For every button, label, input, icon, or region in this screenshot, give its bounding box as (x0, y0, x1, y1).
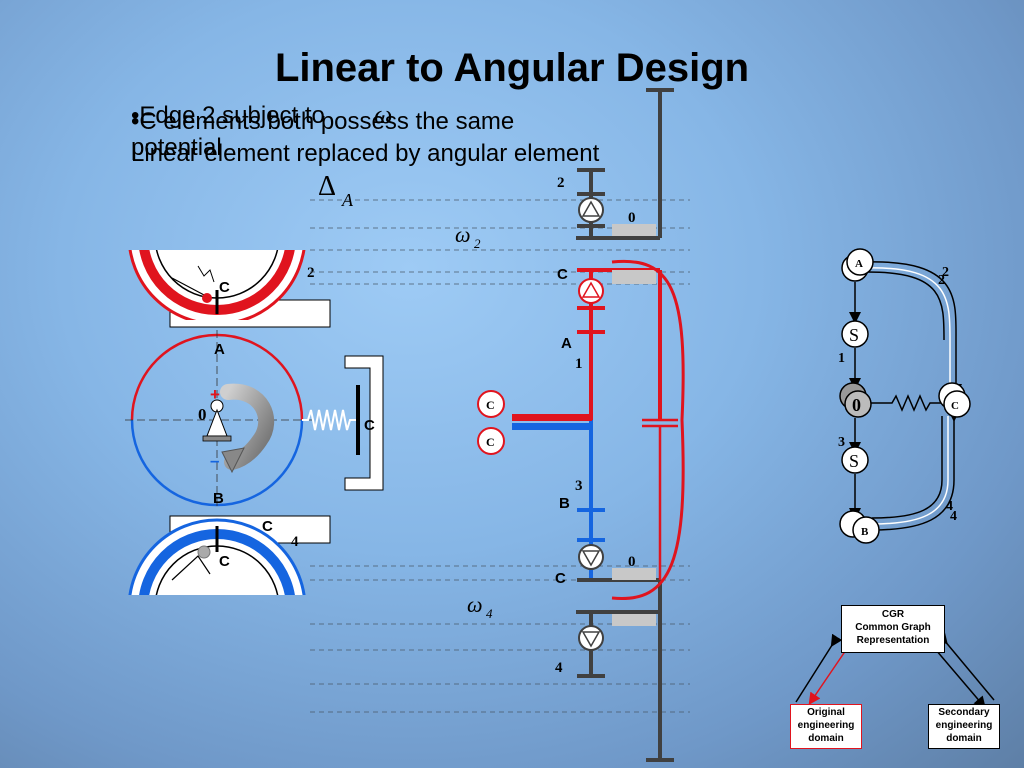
pivot-icon (206, 408, 228, 437)
cgr-line3: Representation (856, 635, 930, 646)
bullet-potential-wrap: potential (131, 134, 222, 161)
c-node-red (477, 390, 505, 418)
graph-edge-2-shadow: 2 (938, 273, 945, 288)
node-a-label: A (855, 258, 863, 270)
graph-edge-1: 1 (838, 351, 845, 366)
bullet-c-elements: •C elements both possess the same (131, 108, 515, 135)
s-node-top-label: S (849, 325, 859, 345)
omega2-sub: 2 (474, 236, 481, 251)
label-c-rack: C (262, 518, 273, 535)
brace-icon (611, 259, 685, 601)
top-gear (128, 250, 306, 320)
node-a (846, 248, 874, 276)
secondary-line3: domain (946, 733, 982, 744)
label-0: 0 (198, 405, 207, 424)
edge-1-label: 1 (575, 356, 583, 372)
label-c-red: C (557, 266, 568, 283)
edge-4-label: 4 (555, 660, 563, 676)
edge-3-label: 3 (575, 478, 583, 494)
node-c-label: C (951, 400, 959, 412)
graph-edge-4: 4 (946, 499, 953, 514)
omega2: ω (455, 222, 471, 247)
bullet-edge2: •Edge 2 subject to (131, 102, 325, 130)
bullet-omega-symbol: ω (374, 100, 393, 129)
label-a: A (214, 341, 225, 358)
original-line1: Original (807, 707, 845, 718)
original-line3: domain (808, 733, 844, 744)
label-a-linear: A (561, 335, 572, 352)
plus-sign: + (210, 385, 220, 404)
node-0 (844, 390, 872, 418)
c-bracket (344, 355, 384, 491)
bar-blue (512, 423, 592, 430)
mechanism: C A B C C C 0 2 4 + – (125, 250, 384, 595)
node-0-label: 0 (852, 395, 861, 415)
bullet-linear-angular: Linear element replaced by angular eleme… (131, 140, 600, 167)
cgr-box: CGR Common Graph Representation (841, 605, 945, 653)
node-0-top: 0 (628, 210, 636, 226)
label-c-top: C (219, 279, 230, 296)
capacitor-icon (642, 418, 678, 580)
bottom-gear (128, 518, 306, 595)
secondary-line1: Secondary (938, 707, 990, 718)
delta-symbol: Δ (318, 171, 336, 202)
c-node-red-label: C (486, 398, 495, 412)
label-c-bottom: C (219, 553, 230, 570)
omega4-sub: 4 (486, 606, 493, 621)
secondary-domain-box: Secondary engineering domain (928, 704, 1000, 749)
spring-icon (302, 409, 356, 431)
bar-red (512, 414, 592, 421)
label-b-linear: B (559, 495, 570, 512)
label-c-blue: C (555, 570, 566, 587)
bullet-edge2-text: •Edge 2 subject to (131, 102, 325, 129)
bond-graph: S S A 0 C B 1 2 2 3 4 4 (838, 248, 971, 544)
cgr-arrows (795, 631, 995, 709)
cgr-line2: Common Graph (855, 622, 931, 633)
edge-2-label: 2 (557, 175, 565, 191)
node-b-label: B (861, 526, 869, 538)
label-b: B (213, 490, 224, 507)
graph-edge-2: 2 (942, 265, 949, 280)
node-0-bottom: 0 (628, 554, 636, 570)
label-4: 4 (291, 534, 299, 550)
original-domain-box: Original engineering domain (790, 704, 862, 749)
linear-graph: C C Δ A ω 2 ω 4 2 0 C A 1 3 B 0 C 4 (310, 88, 690, 762)
graph-edge-4-shadow: 4 (950, 509, 957, 524)
omega4: ω (467, 592, 483, 617)
node-c (943, 390, 971, 418)
s-node-bottom-label: S (849, 451, 859, 471)
rotation-arrow (220, 383, 275, 470)
cgr-line1: CGR (881, 609, 905, 620)
node-b (852, 516, 880, 544)
s-node-top (841, 320, 869, 348)
delta-sub: A (341, 190, 354, 210)
original-line2: engineering (797, 720, 855, 731)
secondary-line2: engineering (935, 720, 993, 731)
label-c-bracket: C (364, 417, 375, 434)
label-2: 2 (307, 265, 315, 281)
c-node-blue-label: C (486, 435, 495, 449)
minus-sign: – (210, 451, 219, 470)
graph-edge-3: 3 (838, 435, 845, 450)
s-node-bottom (841, 446, 869, 474)
slide-title: Linear to Angular Design (274, 46, 750, 90)
resistor-icon (868, 394, 942, 412)
c-node-blue (477, 427, 505, 455)
